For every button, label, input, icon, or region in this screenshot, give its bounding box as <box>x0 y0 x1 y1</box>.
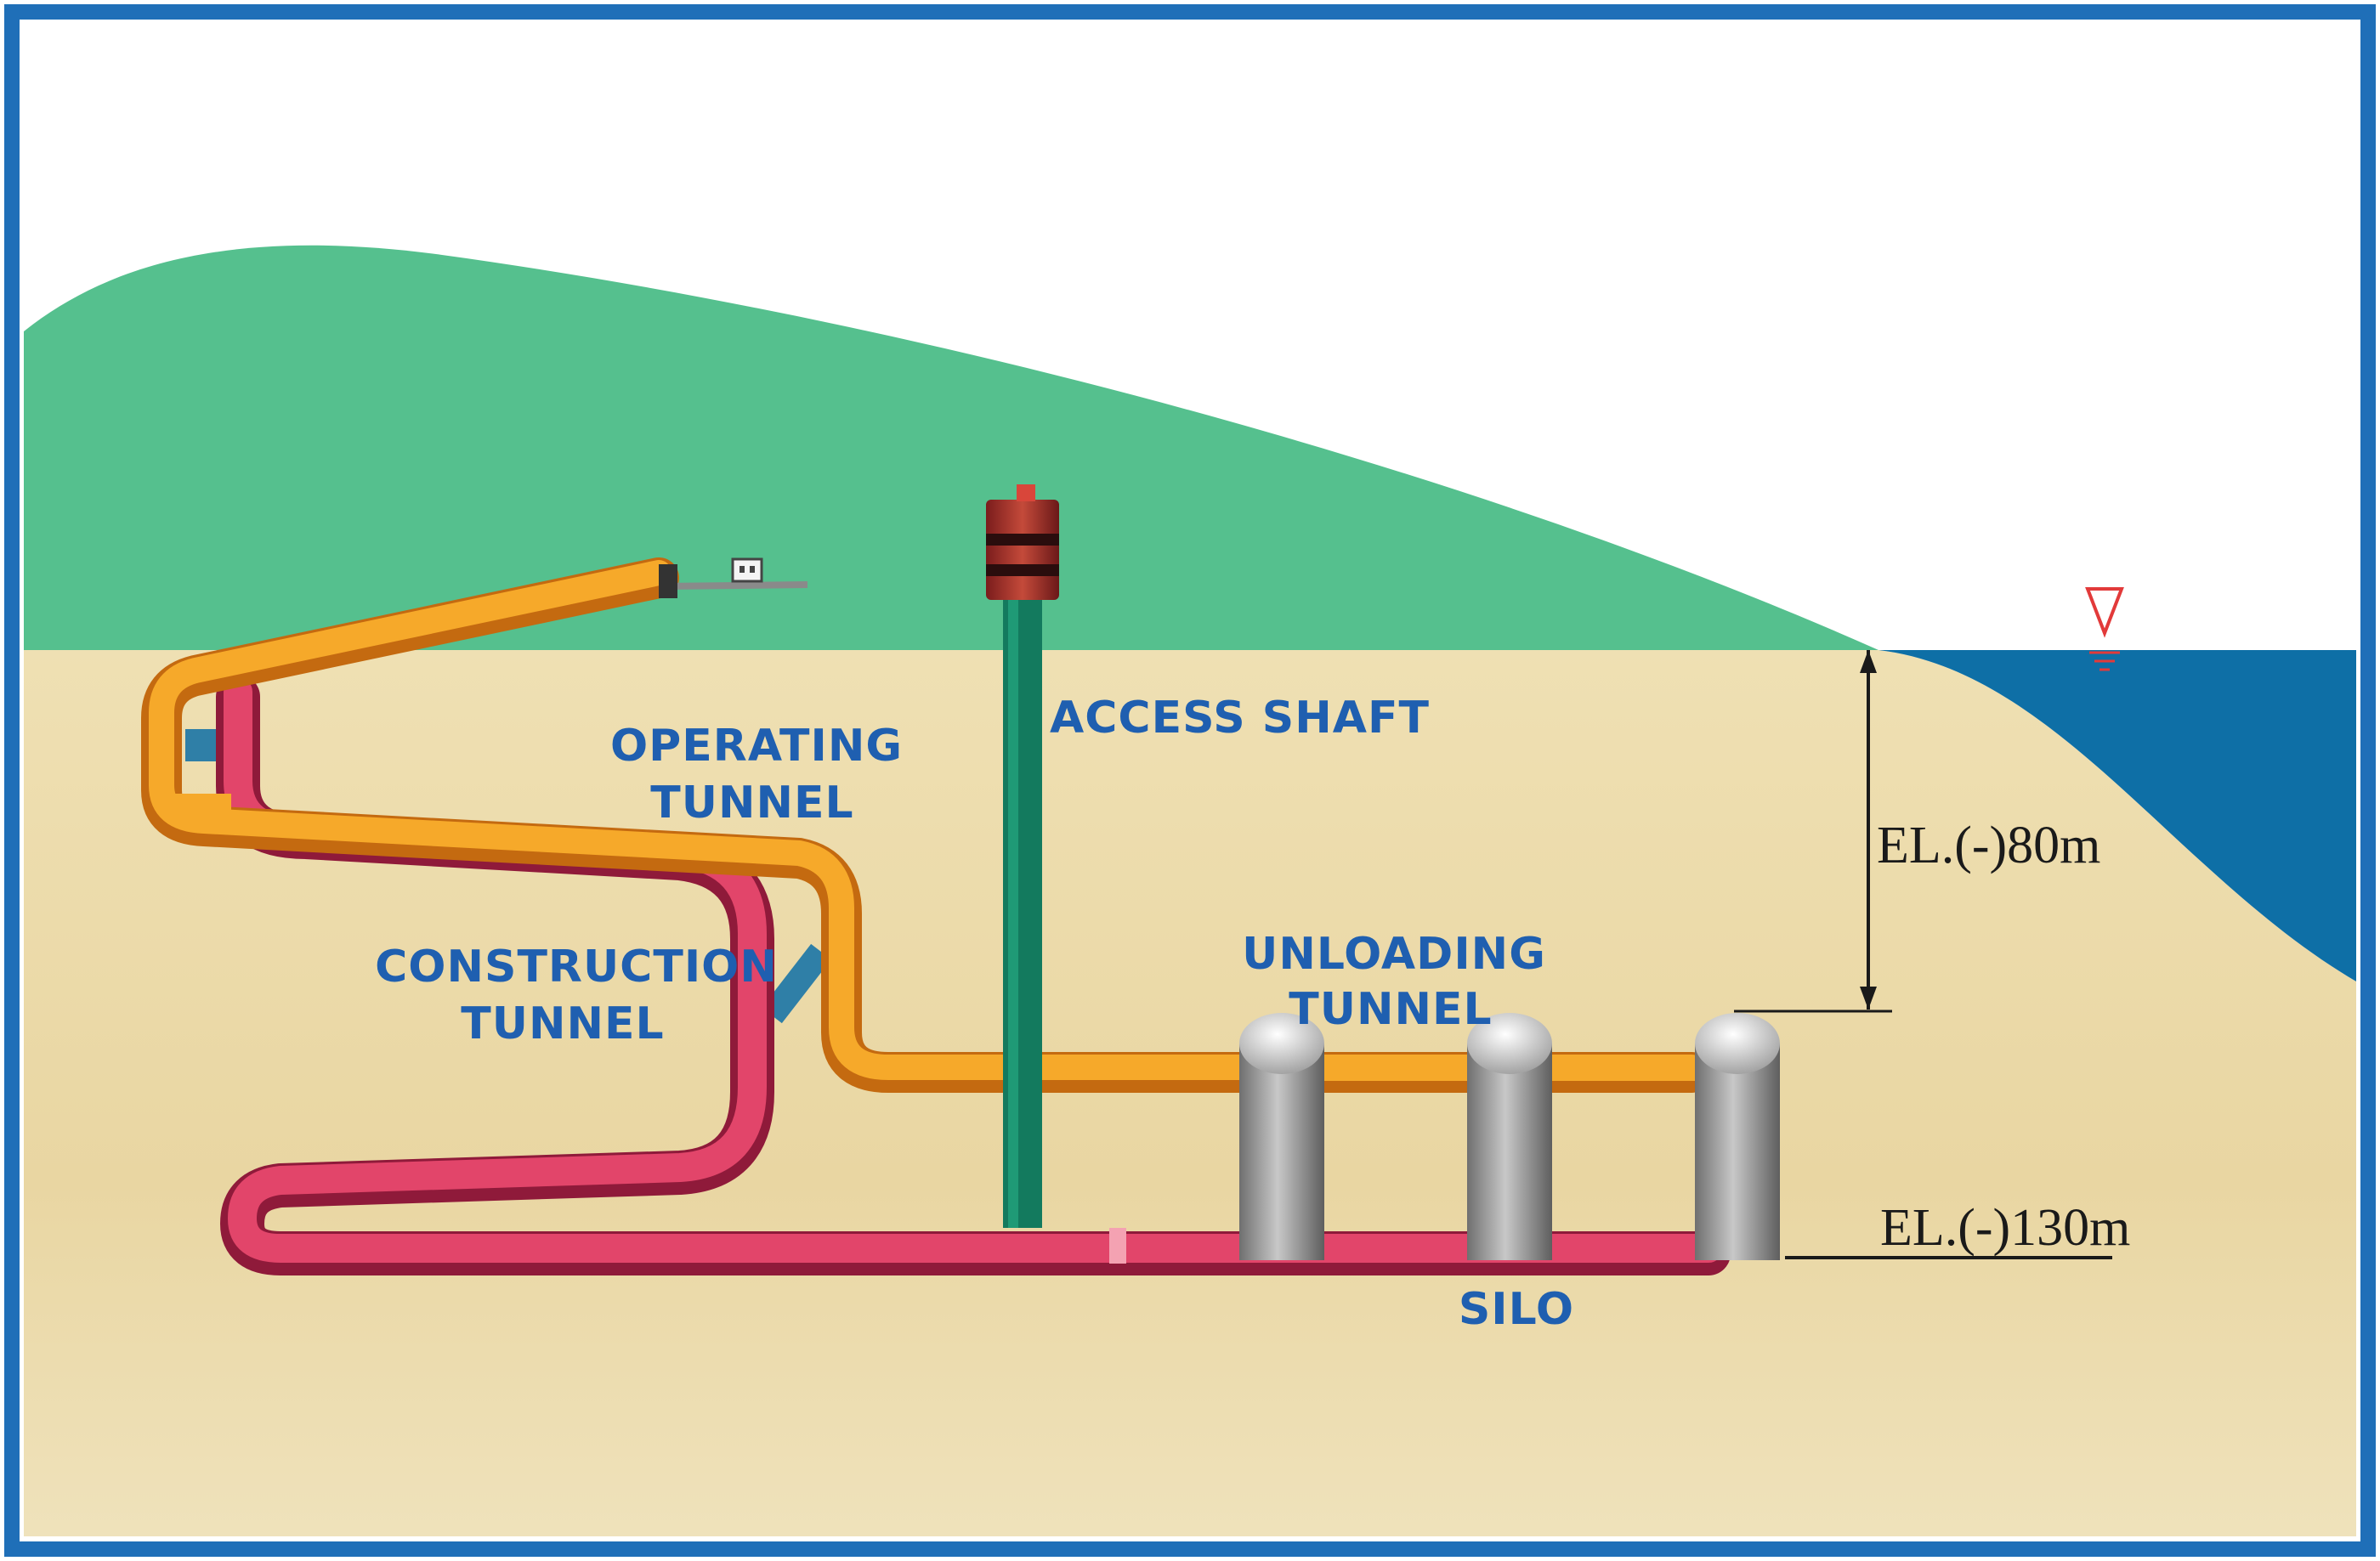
operating-tunnel <box>141 557 1712 1093</box>
silo-3 <box>1695 1013 1780 1260</box>
sea <box>1878 650 2356 981</box>
portal-building-icon <box>731 557 763 583</box>
construction-tunnel-label-line1: CONSTRUCTION <box>375 942 778 993</box>
silo-2 <box>1467 1013 1552 1260</box>
unloading-tunnel-segments <box>1324 1062 1695 1261</box>
unloading-tunnel-label-line2: TUNNEL <box>1289 984 1492 1035</box>
access-shaft <box>986 484 1059 1228</box>
access-shaft-label: ACCESS SHAFT <box>1050 693 1430 744</box>
water-level-triangle-icon <box>2085 587 2124 671</box>
unloading-tunnel-label-line1: UNLOADING <box>1242 929 1546 980</box>
ground-layer <box>24 650 2356 1536</box>
operating-tunnel-label-line1: OPERATING <box>610 721 903 772</box>
elevation-80m-label: EL.(-)80m <box>1877 817 2100 874</box>
silo-1 <box>1239 1013 1324 1260</box>
silo-label: SILO <box>1459 1284 1574 1335</box>
operating-tunnel-label-line2: TUNNEL <box>650 778 853 829</box>
hill <box>24 245 1878 650</box>
dimension-80m <box>1734 650 1892 1013</box>
construction-tunnel-label-line2: TUNNEL <box>461 998 664 1049</box>
silos <box>1239 1013 1780 1260</box>
shaft-headframe <box>986 500 1059 600</box>
elevation-130m-label: EL.(-)130m <box>1880 1199 2130 1257</box>
